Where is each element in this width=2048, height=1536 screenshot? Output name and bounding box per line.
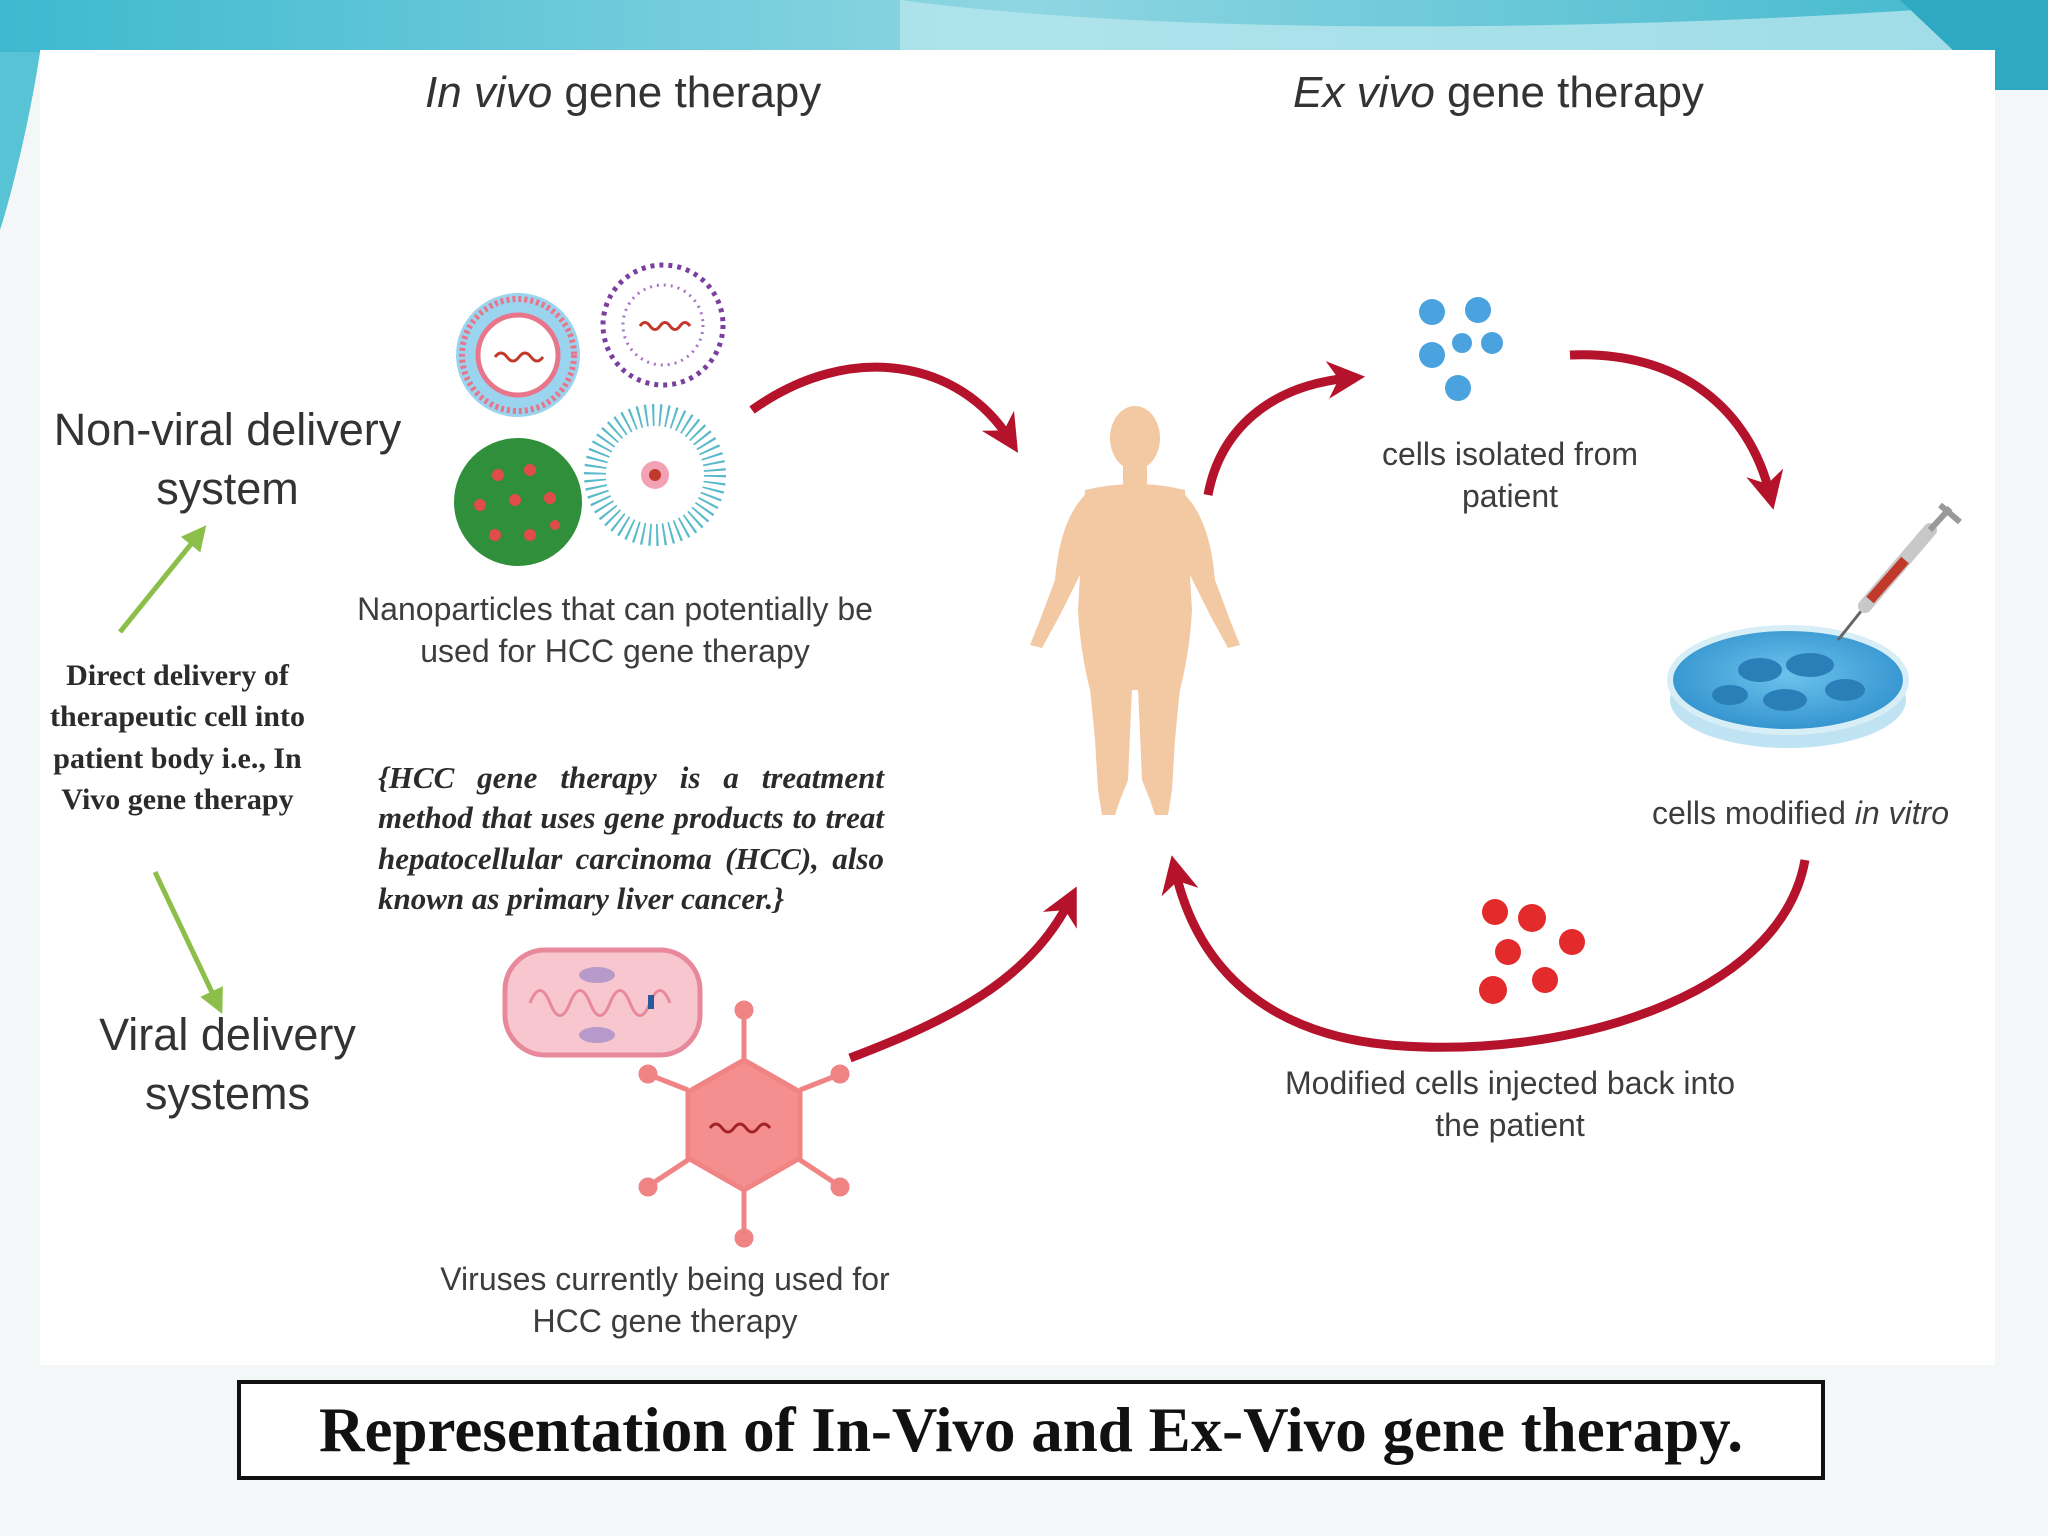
arrow-cells-to-dish xyxy=(1569,350,1784,510)
cell-illustration xyxy=(502,947,703,1058)
non-viral-delivery-label: Non-viral delivery system xyxy=(53,404,402,515)
lipid-vesicle-nanoparticle xyxy=(600,262,726,388)
green-arrow-up xyxy=(118,525,207,634)
arrow-virus-to-patient xyxy=(848,886,1077,1063)
nanoparticles-caption: Nanoparticles that can potentially be us… xyxy=(357,591,873,670)
ex-vivo-header-rest: gene therapy xyxy=(1434,68,1704,117)
hcc-note: {HCC gene therapy is a treatment method … xyxy=(378,760,884,916)
arrow-nanoparticles-to-patient xyxy=(749,362,1019,453)
viruses-caption: Viruses currently being used for HCC gen… xyxy=(440,1261,890,1340)
liposome-nanoparticle xyxy=(456,293,580,417)
in-vivo-header: In vivo gene therapy xyxy=(425,64,821,122)
green-arrow-down xyxy=(152,870,223,1015)
cells-modified-label: cells modified in vitro xyxy=(1652,792,1949,834)
isolated-blue-cells xyxy=(1419,297,1503,401)
direct-delivery-text: Direct delivery of therapeutic cell into… xyxy=(50,659,305,817)
modified-red-cells xyxy=(1479,899,1585,1004)
syringe xyxy=(1836,502,1962,641)
in-vivo-header-rest: gene therapy xyxy=(552,68,822,117)
arrow-patient-to-cells xyxy=(1203,361,1366,496)
petri-dish xyxy=(1667,625,1909,748)
in-vitro-text: in vitro xyxy=(1854,795,1949,831)
arrow-dish-back-to-patient xyxy=(1161,855,1810,1052)
background-swoosh xyxy=(0,0,2048,230)
ex-vivo-header-italic: Ex vivo xyxy=(1293,68,1435,117)
cells-modified-text: cells modified xyxy=(1652,795,1846,831)
human-figure xyxy=(1030,406,1240,815)
figure-caption: Representation of In-Vivo and Ex-Vivo ge… xyxy=(319,1394,1743,1465)
cells-isolated-label: cells isolated from patient xyxy=(1381,436,1639,515)
modified-injected-label: Modified cells injected back into the pa… xyxy=(1284,1065,1735,1144)
polymer-nanoparticle xyxy=(454,438,582,566)
slide-panel xyxy=(40,50,1995,1365)
virus-illustration xyxy=(638,1000,850,1248)
in-vivo-header-italic: In vivo xyxy=(425,68,553,117)
viral-delivery-label: Viral delivery systems xyxy=(99,1009,356,1120)
ex-vivo-header: Ex vivo gene therapy xyxy=(1293,64,1704,122)
caption-box: Representation of In-Vivo and Ex-Vivo ge… xyxy=(237,1380,1825,1480)
micelle-nanoparticle xyxy=(584,404,726,546)
